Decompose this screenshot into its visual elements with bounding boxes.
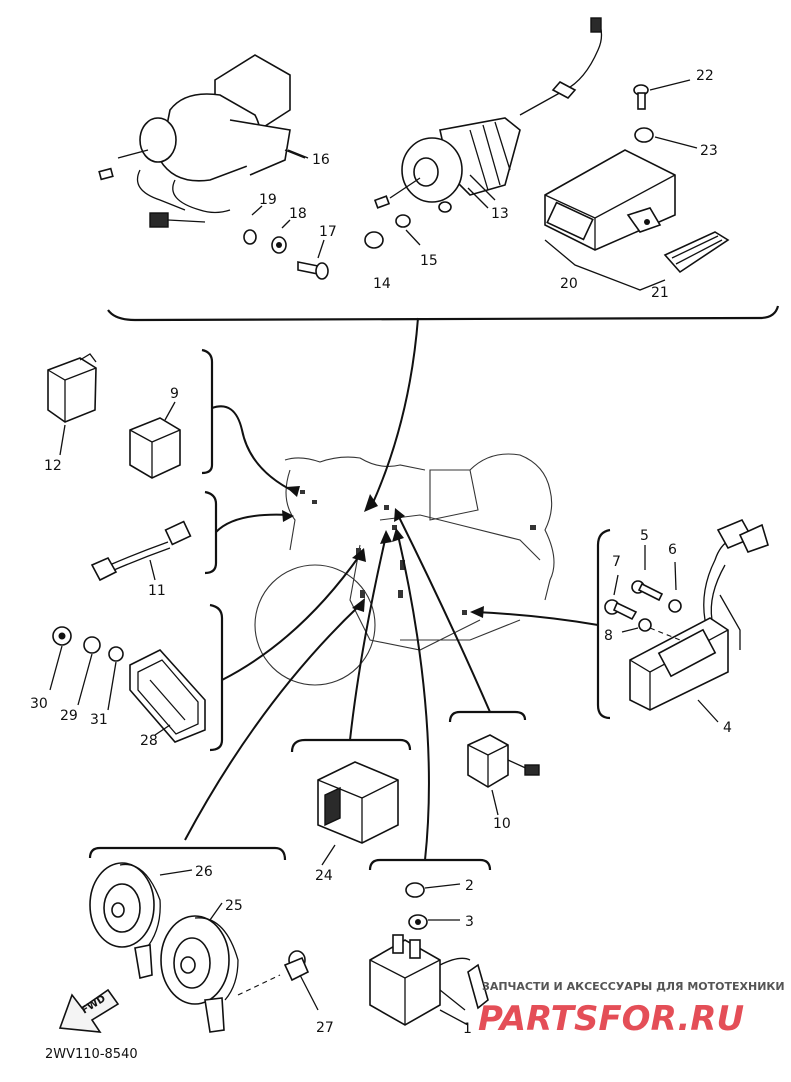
horn-26	[89, 862, 161, 979]
washer-31	[108, 646, 124, 662]
washer-8	[638, 618, 652, 632]
callout-17: 17	[319, 224, 337, 240]
arrow-10	[397, 514, 491, 713]
bolt-7	[604, 599, 638, 621]
callout-13: 13	[491, 206, 509, 222]
regulator-4	[629, 518, 769, 711]
horn-25	[160, 915, 239, 1033]
bolt-27	[283, 950, 319, 1011]
callout-12: 12	[44, 458, 62, 474]
callout-11: 11	[148, 583, 166, 599]
relay-9	[129, 417, 181, 479]
callout-19: 19	[259, 192, 277, 208]
callout-3: 3	[465, 914, 474, 930]
callout-22: 22	[696, 68, 714, 84]
washer-15	[395, 214, 411, 228]
servo-hardware	[243, 205, 329, 280]
bracket-1	[368, 858, 492, 871]
callout-20: 20	[560, 276, 578, 292]
cable-motor	[373, 17, 603, 213]
relay-12	[47, 353, 97, 423]
cdi-unit	[544, 149, 676, 251]
switch-10	[467, 734, 540, 788]
cdi-cover	[663, 231, 730, 274]
callout-14: 14	[373, 276, 391, 292]
leader-arrows	[184, 317, 599, 861]
callout-16: 16	[312, 152, 330, 168]
callout-2: 2	[465, 878, 474, 894]
washer-14	[364, 231, 384, 249]
callout-25: 25	[225, 898, 243, 914]
callout-29: 29	[60, 708, 78, 724]
bracket-left-1	[201, 348, 214, 475]
part-code: 2WV110-8540	[45, 1047, 138, 1062]
bracket-right	[596, 528, 611, 720]
callout-leaders	[59, 149, 719, 1026]
callout-6: 6	[668, 542, 677, 558]
arrow-11	[215, 513, 291, 533]
callout-23: 23	[700, 143, 718, 159]
callout-18: 18	[289, 206, 307, 222]
washer-6	[668, 599, 682, 613]
callout-31: 31	[90, 712, 108, 728]
callout-28: 28	[140, 733, 158, 749]
watermark-logo: PARTSFOR.RU	[478, 999, 744, 1039]
arrow-4	[474, 611, 599, 626]
bolt-22	[633, 84, 649, 110]
top-parts-group	[98, 17, 780, 322]
callout-27: 27	[316, 1020, 334, 1036]
arrow-top	[371, 317, 419, 506]
bracket-24	[290, 738, 412, 753]
watermark: ЗАПЧАСТИ И АКСЕССУАРЫ ДЛЯ МОТОТЕХНИКИ PA…	[478, 980, 785, 1039]
servo-motor-unit	[98, 54, 309, 228]
bracket-10	[448, 710, 527, 723]
relay-24	[317, 761, 399, 844]
starter-relay-1	[369, 934, 489, 1026]
callout-7: 7	[612, 554, 621, 570]
callout-26: 26	[195, 864, 213, 880]
motorcycle-silhouette	[254, 453, 555, 686]
callout-1: 1	[463, 1021, 472, 1037]
bottom-parts-group: FWD	[58, 710, 540, 1033]
washer-23	[634, 127, 654, 143]
callout-30: 30	[30, 696, 48, 712]
arrow-28	[221, 554, 361, 681]
callout-9: 9	[170, 386, 179, 402]
top-bracket	[107, 305, 780, 322]
fwd-arrow-icon: FWD	[58, 988, 120, 1033]
callout-8: 8	[604, 628, 613, 644]
nut-2	[405, 882, 425, 898]
watermark-tagline: ЗАПЧАСТИ И АКСЕССУАРЫ ДЛЯ МОТОТЕХНИКИ	[482, 980, 785, 993]
callout-24: 24	[315, 868, 333, 884]
callout-10: 10	[493, 816, 511, 832]
bracket-horns	[88, 846, 287, 861]
left-parts-group	[47, 348, 224, 752]
arrow-horns	[184, 604, 361, 841]
arrow-9	[211, 405, 296, 493]
bracket-left-3	[209, 603, 224, 752]
callout-15: 15	[420, 253, 438, 269]
bracket-left-2	[204, 490, 218, 575]
callout-4: 4	[723, 720, 732, 736]
callout-5: 5	[640, 528, 649, 544]
wire-lead-11	[90, 520, 192, 582]
arrow-24	[349, 539, 386, 741]
callout-numbers: 1 2 3 4 5 6 7 8 9 10 11 12 13 14 15 16 1…	[30, 68, 732, 1037]
washer-29	[83, 636, 101, 654]
callout-21: 21	[651, 285, 669, 301]
right-parts-group	[596, 518, 769, 720]
reflector-28	[129, 649, 206, 743]
bolt-5	[631, 580, 664, 602]
arrow-1	[397, 534, 430, 861]
